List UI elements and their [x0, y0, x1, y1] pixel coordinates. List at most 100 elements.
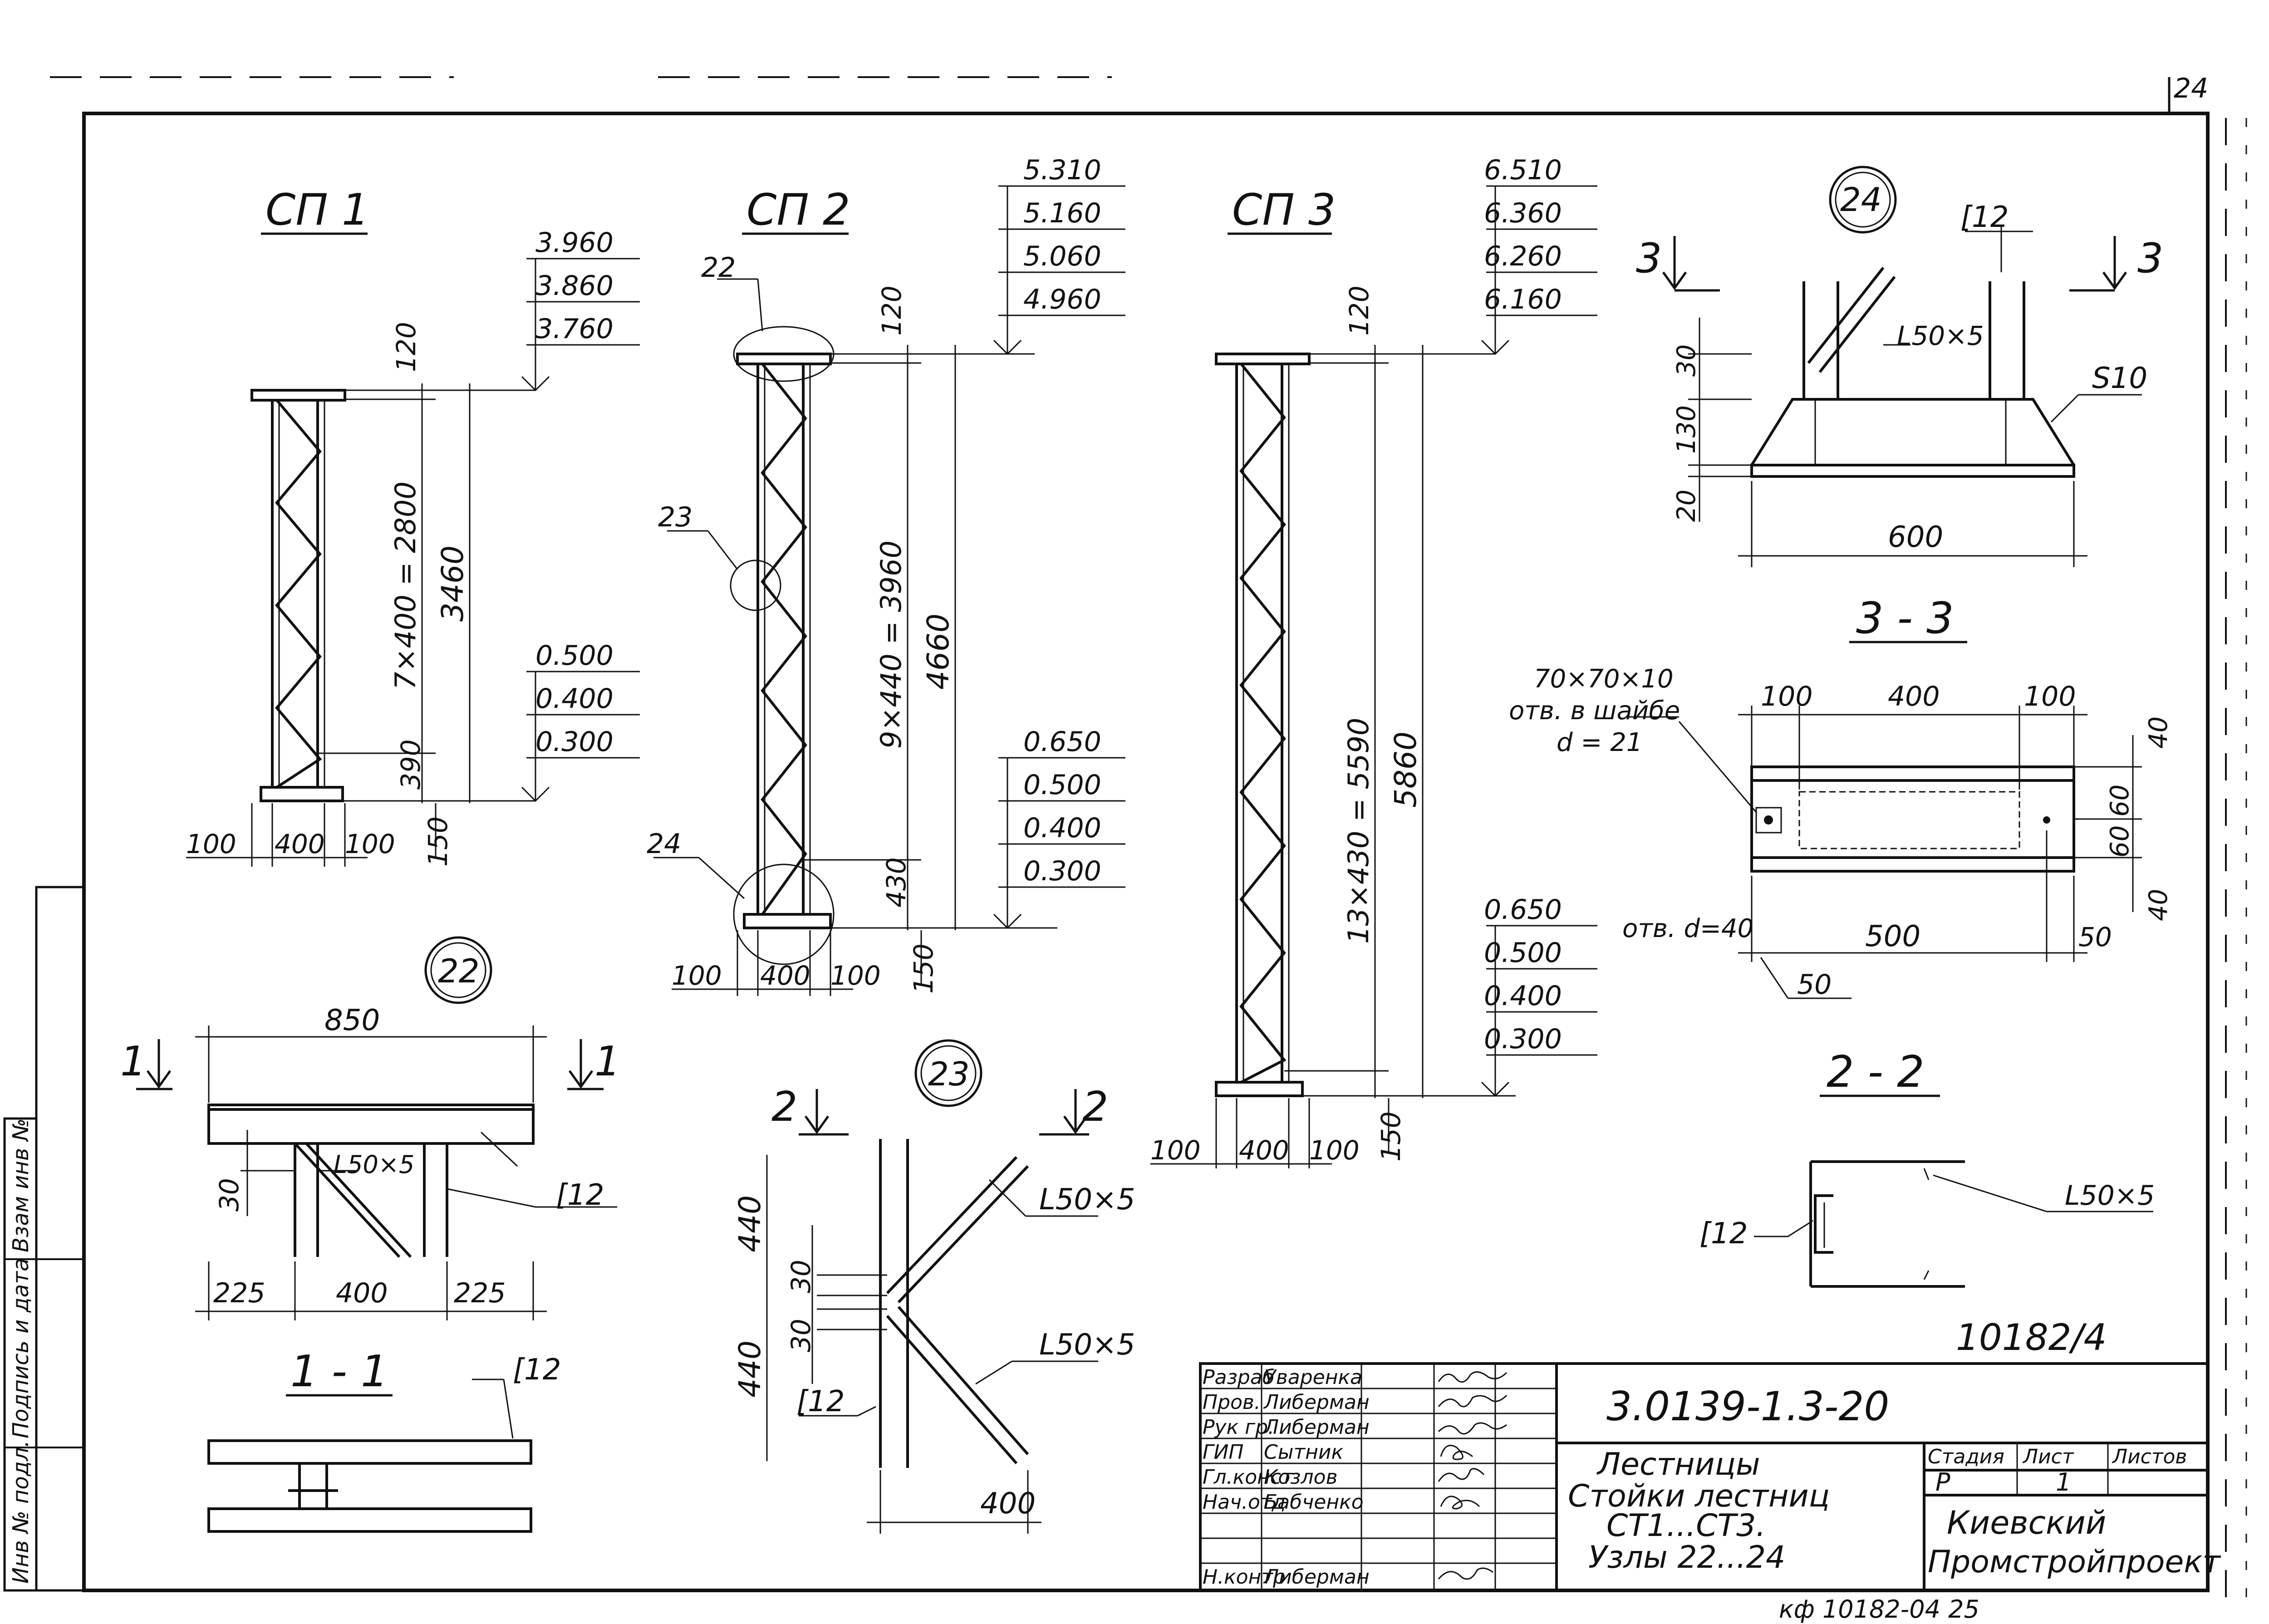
section33-dim-offset-left: 50	[1797, 969, 1832, 1001]
col-stage-header: Стадия	[1928, 1445, 2004, 1468]
role-group-lead: Рук гр.	[1203, 1416, 1274, 1439]
stage-value: Р	[1935, 1468, 1950, 1496]
section33-dim-right: 100	[2024, 681, 2076, 712]
node23-dim-30-top: 30	[786, 1260, 816, 1293]
section33-hole-label: отв. d=40	[1622, 914, 1753, 943]
section33-dim-r1: 40	[2144, 716, 2173, 749]
sp3-level-top-2: 6.360	[1484, 197, 1562, 229]
sp1-level-top-2: 3.860	[535, 270, 614, 302]
section22-channel-label: [12	[1699, 1217, 1748, 1251]
sp2-level-bottom-4: 0.300	[1023, 855, 1101, 887]
org-line-1: Киевский	[1947, 1504, 2106, 1541]
title-line-1: Лестницы	[1596, 1447, 1760, 1482]
node22-channel-label: [12	[556, 1178, 604, 1212]
sp3-width-mid: 400	[1239, 1135, 1289, 1166]
sp1-dim-lattice: 7×400 = 2800	[389, 481, 422, 690]
node22-section-mark-left: 1	[120, 1038, 146, 1085]
title-line-4: Узлы 22...24	[1588, 1540, 1785, 1575]
footer-code: кф 10182-04 25	[1779, 1595, 1979, 1624]
node22-number: 22	[438, 952, 480, 990]
node23-channel-label: [12	[796, 1385, 845, 1418]
sp3-level-top-3: 6.260	[1484, 240, 1562, 272]
node24-section-mark-left: 3	[1636, 235, 1662, 282]
role-dept-head: Нач.отд	[1203, 1491, 1286, 1514]
node22-dim-bottom-right: 225	[454, 1277, 506, 1309]
sp2-dim-lattice: 9×440 = 3960	[874, 540, 908, 749]
node22-dim-width: 850	[324, 1004, 380, 1037]
sp1-label: СП 1	[265, 185, 369, 235]
node-24: 24 3 3	[1636, 166, 2163, 567]
name-norm-control: Либерман	[1263, 1565, 1370, 1589]
node24-dim-130: 130	[1672, 405, 1701, 454]
node22-angle-label: L50×5	[334, 1150, 414, 1179]
sp2-level-bottom-1: 0.650	[1023, 726, 1101, 758]
node-23: 23 2 2	[732, 1039, 1135, 1534]
name-chief-designer: Козлов	[1264, 1466, 1338, 1489]
sp2-callout-24: 24	[647, 828, 681, 860]
node24-dim-20: 20	[1672, 490, 1701, 522]
section-3-3: 3 - 3	[1509, 594, 2173, 1001]
node24-channel-label: [12	[1960, 201, 2009, 234]
sp1-width-left: 100	[186, 829, 236, 859]
sp3-level-bottom-4: 0.300	[1484, 1023, 1562, 1055]
column-sp1: СП 1	[186, 185, 640, 867]
sp1-dim-top: 120	[391, 322, 422, 372]
sp1-level-bottom-2: 0.400	[535, 683, 614, 715]
sp2-level-top-1: 5.310	[1023, 154, 1101, 186]
section11-channel-label: [12	[513, 1353, 561, 1387]
sp2-callout-22: 22	[701, 252, 736, 284]
page-number: 24	[2174, 73, 2208, 104]
sp1-dim-total: 3460	[435, 545, 470, 622]
sp3-level-top-1: 6.510	[1484, 154, 1562, 186]
sp2-level-top-4: 4.960	[1023, 284, 1101, 315]
sheet-frame	[50, 76, 2247, 1615]
sp2-width-mid: 400	[760, 960, 810, 991]
section33-dim-r3: 60	[2105, 825, 2135, 858]
washer-hole-diameter: d = 21	[1557, 728, 1642, 757]
column-sp3: СП 3	[1150, 154, 1597, 1168]
col-sheets-header: Листов	[2112, 1445, 2187, 1468]
sp3-dim-total: 5860	[1388, 731, 1423, 808]
sp3-width-right: 100	[1309, 1135, 1360, 1166]
sp3-dim-base: 150	[1375, 1111, 1406, 1162]
sp2-level-top-3: 5.060	[1023, 240, 1101, 272]
sp2-dim-total: 4660	[921, 613, 956, 690]
sp1-width-right: 100	[345, 829, 395, 859]
node-22: 22 1 1	[120, 936, 620, 1320]
node22-dim-bottom-mid: 400	[336, 1277, 388, 1309]
section33-dim-r2: 60	[2105, 785, 2135, 817]
section33-dim-left: 100	[1761, 681, 1813, 712]
sp3-level-top-4: 6.160	[1484, 284, 1562, 315]
section33-label: 3 - 3	[1856, 594, 1954, 643]
node23-section-mark-right: 2	[1082, 1083, 1108, 1131]
washer-size: 70×70×10	[1534, 664, 1674, 694]
node22-section-mark-right: 1	[594, 1038, 620, 1085]
sp1-level-bottom-1: 0.500	[535, 640, 614, 672]
document-code: 3.0139-1.3-20	[1606, 1383, 1889, 1430]
side-stamp: Инв № подл. Подпись и дата Взам инв №	[3, 886, 85, 1592]
sp2-dim-base: 150	[908, 943, 939, 994]
name-group-lead: Либерман	[1263, 1416, 1370, 1439]
node23-section-mark-left: 2	[771, 1083, 797, 1131]
org-line-2: Промстройпроект	[1928, 1544, 2221, 1580]
stamp-inv-label: Инв № подл.	[8, 1440, 34, 1584]
sp1-dim-base: 150	[422, 816, 453, 867]
sp3-width-left: 100	[1150, 1135, 1201, 1166]
sp2-width-left: 100	[672, 960, 722, 991]
sp2-level-bottom-3: 0.400	[1023, 812, 1101, 844]
sp1-level-bottom-3: 0.300	[535, 726, 614, 758]
title-line-3: СТ1...СТ3.	[1606, 1508, 1766, 1544]
sp3-level-bottom-1: 0.650	[1484, 894, 1562, 926]
node24-dim-30: 30	[1672, 344, 1701, 377]
sp3-label: СП 3	[1232, 185, 1336, 235]
name-dept-head: Бабченко	[1264, 1491, 1364, 1514]
role-chief-engineer: ГИП	[1203, 1441, 1244, 1464]
section22-label: 2 - 2	[1827, 1047, 1925, 1097]
sp2-dim-top: 120	[876, 285, 907, 336]
sp2-level-bottom-2: 0.500	[1023, 769, 1101, 801]
node23-dim-30-bottom: 30	[786, 1319, 816, 1352]
sp2-label: СП 2	[747, 185, 850, 235]
node22-dim-bottom-left: 225	[213, 1277, 265, 1309]
node23-number: 23	[928, 1055, 970, 1093]
sp2-width-right: 100	[830, 960, 881, 991]
